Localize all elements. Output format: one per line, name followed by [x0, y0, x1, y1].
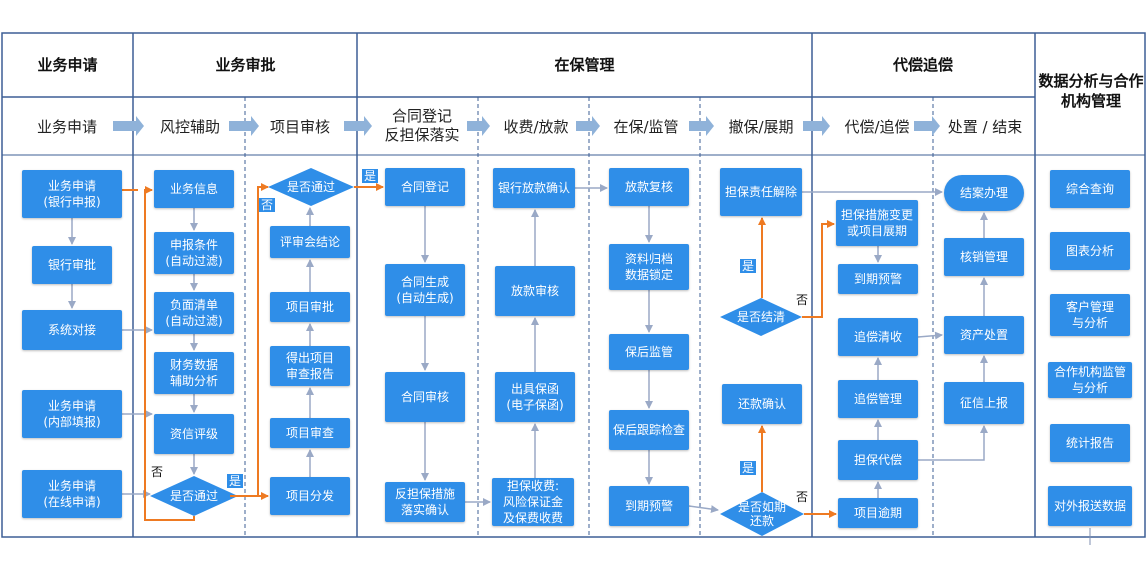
node-recovery-collection[interactable]: 追偿清收 [838, 318, 918, 356]
node-archive-lock[interactable]: 资料归档 数据锁定 [609, 244, 689, 290]
node-apply-bank[interactable]: 业务申请 (银行申报) [22, 170, 122, 218]
stage-flow-arrow-8 [914, 116, 940, 136]
outer-border [1, 32, 1146, 538]
node-post-supervision[interactable]: 保后监管 [609, 334, 689, 370]
decision-approved-2[interactable]: 是否通过 [286, 180, 335, 194]
node-credit-rating[interactable]: 资信评级 [154, 414, 234, 454]
orange-connector-4 [230, 183, 269, 497]
node-bank-loan-confirm[interactable]: 银行放款确认 [493, 168, 575, 208]
label-yes-1: 是 [227, 474, 244, 488]
node-committee-conclusion[interactable]: 评审会结论 [270, 226, 350, 258]
node-guarantee-compensation[interactable]: 担保代偿 [838, 440, 918, 480]
column-header-data-analysis: 数据分析与合作机构管理 [1038, 72, 1144, 110]
node-project-examination[interactable]: 项目审查 [270, 418, 350, 448]
column-header-business-application: 业务申请 [37, 56, 98, 74]
node-measure-change[interactable]: 担保措施变更 或项目展期 [836, 200, 918, 246]
node-write-off[interactable]: 核销管理 [944, 238, 1024, 276]
node-project-distribution[interactable]: 项目分发 [270, 477, 350, 515]
stage-business-application: 业务申请 [36, 117, 97, 136]
node-review-report[interactable]: 得出项目 审查报告 [270, 346, 350, 386]
label-no-4: 否 [796, 490, 809, 504]
node-guarantee-fee[interactable]: 担保收费: 风险保证金 及保费收费 [492, 478, 574, 526]
label-yes-4: 是 [740, 461, 757, 475]
stage-flow-arrow-5 [576, 116, 600, 136]
node-due-warning[interactable]: 到期预警 [609, 486, 689, 526]
node-general-query[interactable]: 综合查询 [1050, 170, 1130, 208]
stage-project-review: 项目审核 [269, 117, 330, 136]
node-contract-registration[interactable]: 合同登记 [385, 168, 465, 206]
label-yes-3: 是 [740, 259, 757, 273]
label-no-1: 否 [151, 465, 164, 479]
connector-35 [918, 425, 988, 461]
node-external-data[interactable]: 对外报送数据 [1048, 486, 1132, 526]
node-partner-supervision[interactable]: 合作机构监管 与分析 [1048, 362, 1132, 398]
node-counter-guarantee[interactable]: 反担保措施 落实确认 [385, 482, 465, 522]
node-liability-release[interactable]: 担保责任解除 [720, 168, 802, 216]
label-no-3: 否 [796, 293, 809, 307]
column-header-compensation-recovery: 代偿追偿 [892, 56, 953, 74]
node-recovery-management[interactable]: 追偿管理 [838, 380, 918, 418]
node-repayment-confirm[interactable]: 还款确认 [722, 384, 802, 424]
stage-compensation: 代偿/追偿 [844, 117, 910, 136]
column-header-business-approval: 业务审批 [215, 56, 276, 74]
decision-repaid-on-time[interactable]: 是否如期 还款 [737, 500, 786, 528]
node-chart-analysis[interactable]: 图表分析 [1050, 232, 1130, 270]
node-project-overdue[interactable]: 项目逾期 [838, 498, 918, 528]
node-system-integration[interactable]: 系统对接 [22, 310, 122, 350]
stage-guarantee-supervision: 在保/监管 [613, 117, 679, 136]
stage-flow-arrow-1 [113, 116, 144, 136]
node-financial-analysis[interactable]: 财务数据 辅助分析 [154, 352, 234, 394]
node-project-approval[interactable]: 项目审批 [270, 292, 350, 322]
stage-flow-arrow-4 [467, 116, 490, 136]
node-apply-internal[interactable]: 业务申请 (内部填报) [22, 390, 122, 438]
stage-flow-arrow-7 [803, 116, 830, 136]
orange-connector-8 [802, 220, 835, 318]
node-apply-online[interactable]: 业务申请 (在线申请) [22, 470, 122, 518]
node-follow-up-check[interactable]: 保后跟踪检查 [609, 410, 689, 450]
node-bank-approval[interactable]: 银行审批 [32, 246, 112, 284]
node-apply-conditions[interactable]: 申报条件 (自动过滤) [154, 232, 234, 274]
node-customer-management[interactable]: 客户管理 与分析 [1050, 294, 1130, 336]
decision-settled[interactable]: 是否结清 [736, 310, 785, 324]
connector-28 [688, 505, 719, 514]
node-case-closing[interactable]: 结案办理 [944, 175, 1024, 211]
node-statistics-report[interactable]: 统计报告 [1050, 424, 1130, 462]
stage-flow-arrow-2 [229, 116, 259, 136]
stage-flow-arrow-3 [344, 116, 372, 136]
diamond-repaid-on-time [720, 492, 804, 536]
node-contract-generation[interactable]: 合同生成 (自动生成) [385, 264, 465, 316]
orange-connector-1 [144, 186, 195, 521]
stage-contract-registration: 合同登记 反担保落实 [384, 107, 460, 144]
diamond-approved-2 [268, 168, 354, 206]
stage-release-extension: 撤保/展期 [728, 117, 794, 136]
node-credit-report[interactable]: 征信上报 [944, 382, 1024, 424]
stage-disposal-close: 处置 / 结束 [947, 117, 1023, 136]
node-loan-audit[interactable]: 放款审核 [495, 266, 575, 316]
node-negative-list[interactable]: 负面清单 (自动过滤) [154, 292, 234, 334]
label-no-2: 否 [259, 198, 276, 212]
stage-fee-loan: 收费/放款 [503, 117, 569, 136]
stage-flow-arrow-6 [689, 116, 714, 136]
node-due-warning-2[interactable]: 到期预警 [838, 264, 918, 294]
diamond-settled [720, 298, 802, 336]
column-header-guarantee-management: 在保管理 [554, 56, 615, 74]
decision-approved-1[interactable]: 是否通过 [169, 489, 218, 503]
node-asset-disposal[interactable]: 资产处置 [944, 316, 1024, 354]
node-business-info[interactable]: 业务信息 [154, 170, 234, 208]
node-contract-review[interactable]: 合同审核 [385, 372, 465, 422]
label-yes-2: 是 [362, 169, 379, 183]
node-issue-letter[interactable]: 出具保函 (电子保函) [495, 372, 575, 422]
connector-34 [917, 331, 943, 340]
stage-risk-control: 风控辅助 [159, 117, 220, 136]
node-loan-recheck[interactable]: 放款复核 [609, 168, 689, 206]
diamond-approved-1 [150, 476, 238, 516]
